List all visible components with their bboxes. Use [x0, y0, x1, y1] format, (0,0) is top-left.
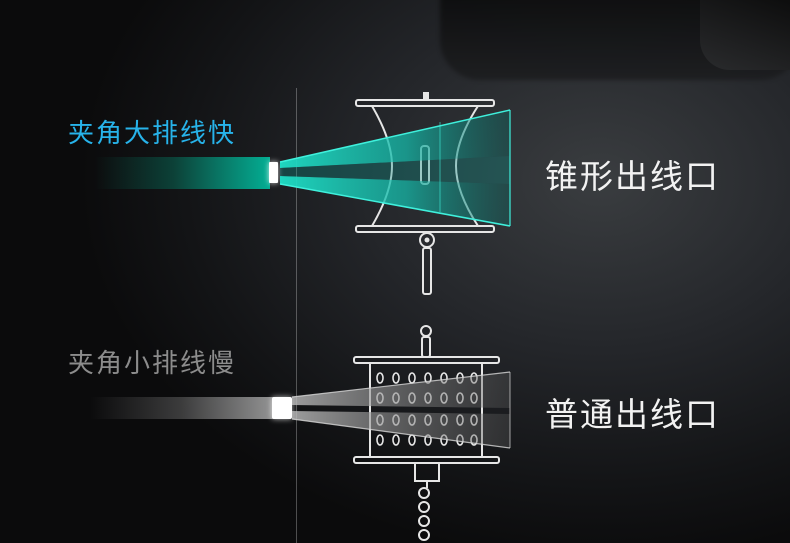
- wide-light-beam: [95, 157, 270, 189]
- wide-angle-label: 夹角大排线快: [68, 119, 237, 149]
- cone-outlet-title: 锥形出线口: [545, 157, 720, 196]
- narrow-light-beam: [90, 397, 274, 419]
- cone-spool-icon: [279, 92, 511, 295]
- normal-outlet-emitter: [272, 397, 292, 419]
- perforated-spool-icon: [291, 325, 511, 541]
- vertical-divider-line: [296, 88, 297, 543]
- background-reel-handle-silhouette: [700, 0, 790, 70]
- cone-outlet-emitter: [269, 162, 278, 183]
- normal-outlet-title: 普通出线口: [545, 395, 720, 434]
- narrow-angle-label: 夹角小排线慢: [68, 349, 237, 379]
